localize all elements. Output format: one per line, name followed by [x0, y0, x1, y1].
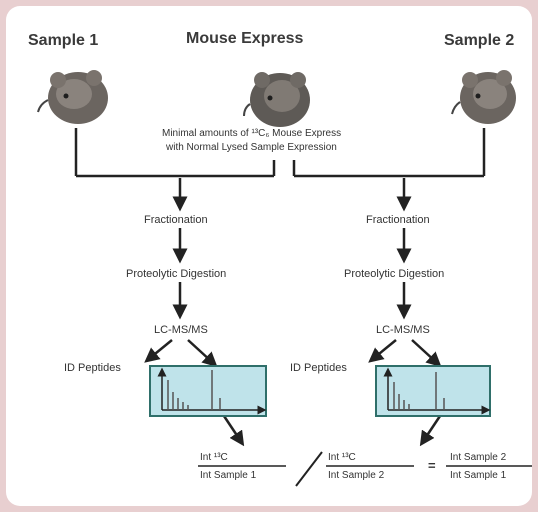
mouse-express-header: Mouse Express — [186, 30, 304, 47]
division-slash — [295, 451, 323, 487]
equation-result-numerator: Int Sample 2 — [450, 452, 507, 463]
right-id-peptides-label: ID Peptides — [290, 362, 347, 374]
left-arrow-equation — [222, 415, 245, 447]
left-step-fractionation: Fractionation — [144, 214, 208, 226]
sample-1-header: Sample 1 — [28, 32, 99, 49]
right-arrow-spectrum — [411, 339, 442, 368]
right-spectrum-box — [375, 365, 491, 417]
right-arrow-equation — [419, 415, 442, 447]
right-step-digestion: Proteolytic Digestion — [344, 268, 445, 280]
left-step-lcms: LC-MS/MS — [154, 324, 208, 336]
equation-result-denominator: Int Sample 1 — [450, 470, 507, 481]
mouse-express-icon — [243, 72, 310, 127]
right-step-lcms: LC-MS/MS — [376, 324, 430, 336]
sample-2-header: Sample 2 — [444, 32, 515, 49]
equation-right-numerator: Int ¹³C — [328, 452, 356, 463]
equation-right-denominator: Int Sample 2 — [328, 470, 385, 481]
left-id-peptides-label: ID Peptides — [64, 362, 121, 374]
equation-equals: = — [428, 458, 436, 473]
mix-note-line-2: with Normal Lysed Sample Expression — [166, 142, 337, 153]
mix-note-line-1: Minimal amounts of ¹³C₆ Mouse Express — [162, 128, 342, 139]
left-arrow-spectrum — [187, 339, 218, 368]
left-arrow-id — [144, 339, 173, 363]
left-step-digestion: Proteolytic Digestion — [126, 268, 227, 280]
left-spectrum-box — [149, 365, 267, 417]
mouse-sample-2-icon — [451, 70, 516, 124]
mouse-sample-1-icon — [37, 70, 108, 124]
right-arrow-id — [368, 339, 397, 363]
right-step-fractionation: Fractionation — [366, 214, 430, 226]
equation-left-numerator: Int ¹³C — [200, 452, 228, 463]
equation-left-denominator: Int Sample 1 — [200, 470, 257, 481]
